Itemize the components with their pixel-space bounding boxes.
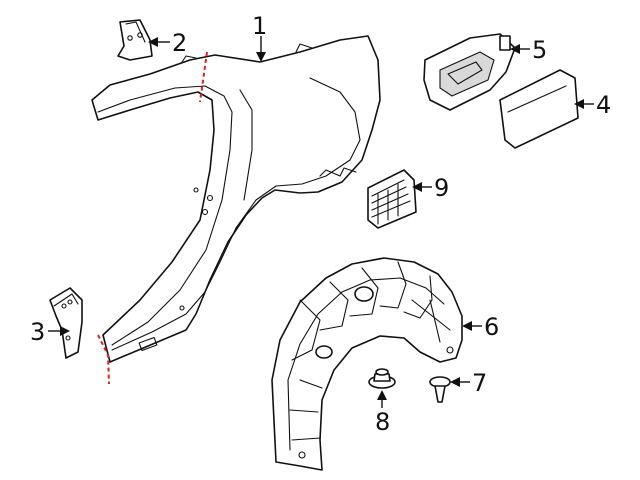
callout-1: 1 (252, 12, 267, 40)
fuel-door (499, 69, 579, 149)
callout-9: 9 (434, 174, 449, 202)
lower-bracket (49, 287, 83, 359)
push-clip (429, 376, 451, 403)
callout-2: 2 (172, 29, 187, 57)
quarter-panel (91, 35, 381, 385)
callout-8: 8 (375, 408, 390, 436)
callout-5: 5 (532, 36, 547, 64)
leader-lines (48, 36, 594, 408)
callout-7: 7 (472, 369, 487, 397)
callout-3: 3 (30, 318, 45, 346)
wheelhouse-liner (271, 257, 463, 471)
pressure-vent (367, 169, 417, 229)
upper-bracket (117, 19, 153, 61)
callout-4: 4 (596, 91, 611, 119)
callout-6: 6 (484, 313, 499, 341)
fuel-filler-housing (423, 33, 516, 111)
flange-nut (368, 368, 396, 389)
